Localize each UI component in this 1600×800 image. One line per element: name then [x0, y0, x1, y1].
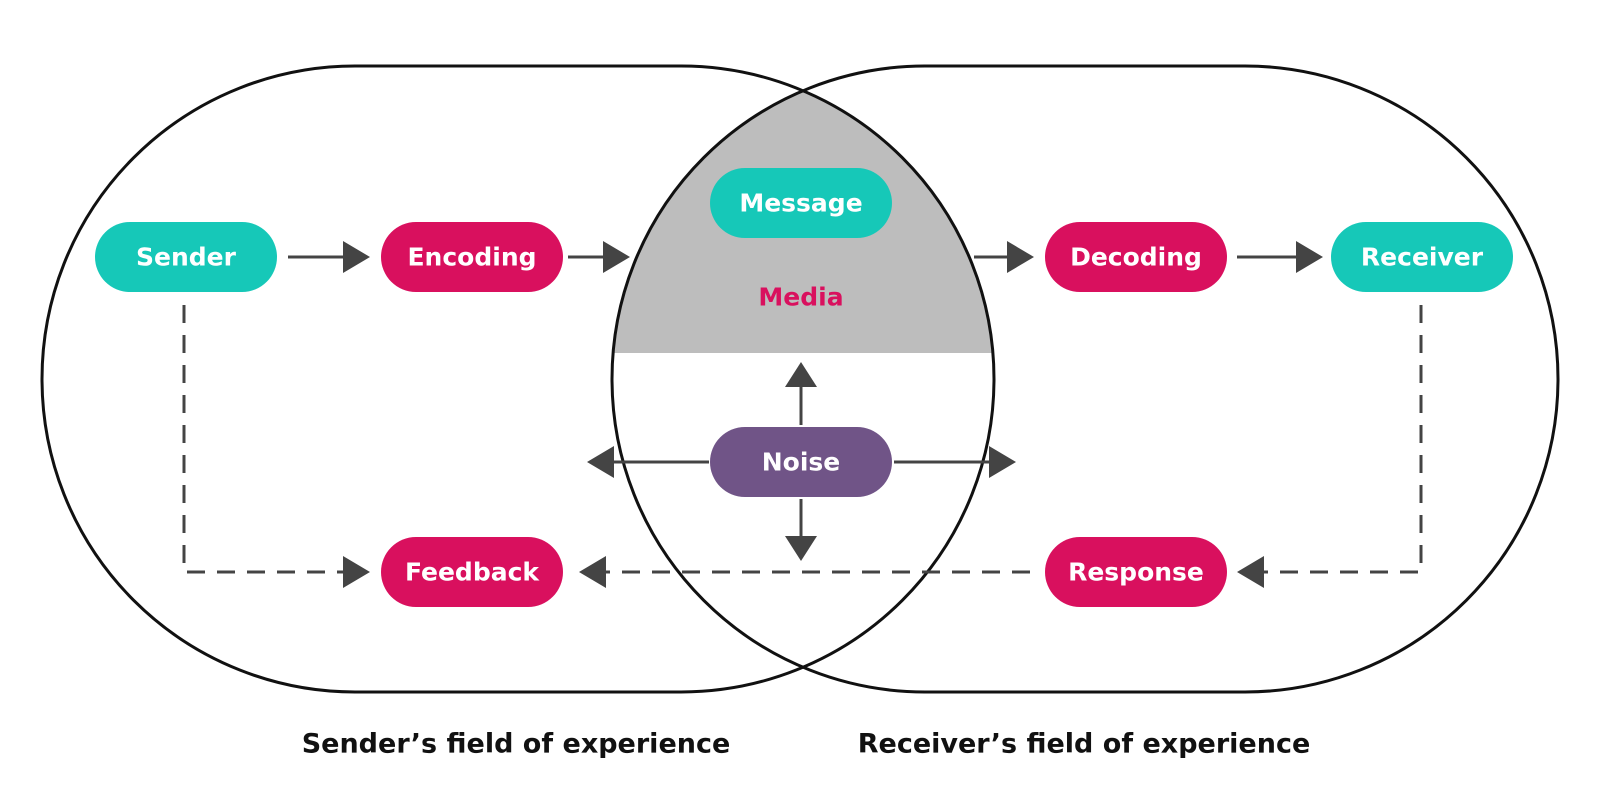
node-sender-pill — [95, 222, 277, 292]
arrowhead-sender-to-encoding — [343, 241, 370, 273]
node-sender-label: Sender — [136, 243, 237, 272]
node-response-label: Response — [1068, 558, 1204, 587]
node-response-pill — [1045, 537, 1227, 607]
dashed-sender-to-feedback — [182, 305, 343, 574]
sender-field-outline — [40, 64, 996, 694]
arrowhead-decoding-to-receiver — [1296, 241, 1323, 273]
node-noise-pill — [710, 427, 892, 497]
arrowhead-encoding-to-media — [603, 241, 630, 273]
arrowhead-toward-feedback — [579, 556, 606, 588]
node-receiver: Receiver — [1331, 222, 1513, 292]
node-noise-label: Noise — [762, 448, 841, 477]
node-feedback: Feedback — [381, 537, 563, 607]
node-decoding: Decoding — [1045, 222, 1227, 292]
node-message-pill — [710, 168, 892, 238]
node-noise: Noise — [710, 427, 892, 497]
arrowhead-noise-right — [989, 446, 1016, 478]
node-encoding-pill — [381, 222, 563, 292]
arrowhead-into-response — [1237, 556, 1264, 588]
node-decoding-label: Decoding — [1070, 243, 1202, 272]
node-message: Message — [710, 168, 892, 238]
node-receiver-label: Receiver — [1361, 243, 1484, 272]
arrowhead-noise-down — [785, 536, 817, 561]
arrowhead-media-to-decoding — [1007, 241, 1034, 273]
node-message-label: Message — [739, 189, 862, 218]
node-encoding: Encoding — [381, 222, 563, 292]
node-feedback-label: Feedback — [405, 558, 540, 587]
arrowhead-noise-up — [785, 362, 817, 387]
sender-field-caption: Sender’s field of experience — [302, 729, 731, 760]
arrowhead-noise-left — [587, 446, 614, 478]
receiver-field-caption: Receiver’s field of experience — [858, 729, 1311, 760]
node-response: Response — [1045, 537, 1227, 607]
node-feedback-pill — [381, 537, 563, 607]
node-encoding-label: Encoding — [407, 243, 536, 272]
node-sender: Sender — [95, 222, 277, 292]
node-receiver-pill — [1331, 222, 1513, 292]
dashed-receiver-to-response — [1264, 305, 1423, 574]
node-decoding-pill — [1045, 222, 1227, 292]
arrowhead-into-feedback — [343, 556, 370, 588]
receiver-field-outline — [610, 64, 1560, 694]
media-label: Media — [758, 283, 843, 312]
